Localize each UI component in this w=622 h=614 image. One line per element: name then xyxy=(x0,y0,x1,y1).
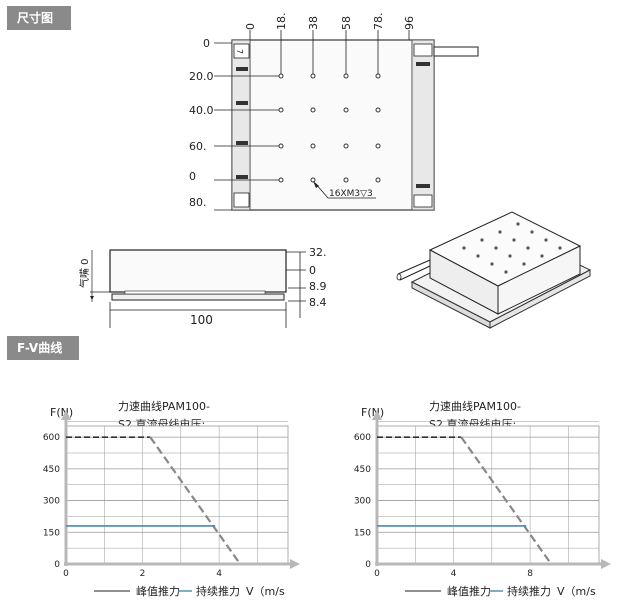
mount-slot xyxy=(236,175,248,179)
col-label: 58 xyxy=(340,16,353,30)
y-tick-label: 150 xyxy=(354,528,371,538)
side-dim-label: 32. xyxy=(309,246,327,259)
legend-label-peak: 峰值推力 xyxy=(136,584,180,598)
legend-label-continuous: 持续推力 xyxy=(507,584,551,598)
plate-left-band xyxy=(231,39,251,211)
side-body xyxy=(109,249,287,293)
row-label: 80. xyxy=(189,196,207,209)
x-tick-label: 2 xyxy=(140,569,146,579)
series-peak-slope xyxy=(460,436,553,565)
plot-area xyxy=(376,425,600,565)
chart-xlabel: V（m/s xyxy=(246,585,285,598)
plate-right-band xyxy=(411,39,435,211)
mount-slot xyxy=(236,101,248,105)
row-label: 0 xyxy=(189,170,196,183)
col-label: 0 xyxy=(244,23,257,30)
corner-block xyxy=(233,192,250,208)
y-tick-label: 450 xyxy=(354,465,371,475)
chart-title-line1: 力速曲线PAM100- xyxy=(118,399,210,413)
hole-callout-leader xyxy=(314,182,376,199)
y-axis-arrow xyxy=(61,410,71,420)
plate-outline xyxy=(231,39,435,211)
corner-mark: 7 xyxy=(235,49,244,54)
mount-slot xyxy=(236,141,248,145)
mount-slot xyxy=(416,184,430,188)
legend-label-peak: 峰值推力 xyxy=(447,584,491,598)
y-tick-label: 150 xyxy=(43,528,60,538)
section-tag-fv-curve: F-V曲线 xyxy=(7,336,79,360)
y-tick-label: 300 xyxy=(43,497,60,507)
hole-callout: 16XM3▽3 xyxy=(329,189,373,199)
chart-ylabel: F(N) xyxy=(361,406,384,419)
side-dim-label: 8.4 xyxy=(309,296,327,309)
top-view-drawing: 7 16XM3▽3 0 20.0 40.0 60. 0 80. xyxy=(189,13,479,211)
side-dim-label: 0 xyxy=(309,264,316,277)
x-tick-label: 0 xyxy=(374,569,380,579)
side-dim-label: 8.9 xyxy=(309,280,327,293)
col-label: 96 xyxy=(403,16,416,30)
row-label: 40.0 xyxy=(189,104,214,117)
legend-label-continuous: 持续推力 xyxy=(196,584,240,598)
x-tick-label: 8 xyxy=(527,569,533,579)
row-label: 60. xyxy=(189,140,207,153)
chart-title-line1: 力速曲线PAM100- xyxy=(429,399,521,413)
side-view-drawing: 气嘴 0 32. 0 8.9 8.4 100 xyxy=(78,246,327,328)
side-width-label: 100 xyxy=(190,313,213,327)
x-tick-label: 4 xyxy=(216,569,222,579)
col-label: 78. xyxy=(372,13,385,31)
iso-hole-grid xyxy=(462,222,562,274)
row-label: 0 xyxy=(203,37,210,50)
cable xyxy=(433,46,479,57)
plot-area xyxy=(65,425,289,565)
hole-grid xyxy=(278,73,381,183)
chart-ylabel: F(N) xyxy=(50,406,73,419)
y-tick-label: 600 xyxy=(354,433,371,443)
y-tick-label: 300 xyxy=(354,497,371,507)
isometric-view xyxy=(396,211,592,329)
corner-block xyxy=(413,43,433,57)
y-tick-label: 0 xyxy=(54,560,60,570)
y-tick-label: 600 xyxy=(43,433,60,443)
col-label: 38 xyxy=(307,16,320,30)
x-axis-arrow xyxy=(601,559,611,569)
x-tick-label: 0 xyxy=(63,569,69,579)
y-tick-label: 0 xyxy=(365,560,371,570)
y-tick-label: 450 xyxy=(43,465,60,475)
corner-block xyxy=(413,194,433,208)
mount-slot xyxy=(416,62,430,66)
corner-block xyxy=(233,43,250,59)
series-peak-slope xyxy=(149,436,242,565)
y-axis-arrow xyxy=(372,410,382,420)
row-label: 20.0 xyxy=(189,70,214,83)
side-base xyxy=(111,293,285,301)
air-nozzle-label: 气嘴 0 xyxy=(78,258,91,288)
chart-xlabel: V（m/s xyxy=(557,585,596,598)
x-tick-label: 4 xyxy=(451,569,457,579)
mount-slot xyxy=(236,67,248,71)
x-axis-arrow xyxy=(290,559,300,569)
section-tag-dimensions: 尺寸图 xyxy=(7,6,71,30)
col-label: 18. xyxy=(275,13,288,31)
